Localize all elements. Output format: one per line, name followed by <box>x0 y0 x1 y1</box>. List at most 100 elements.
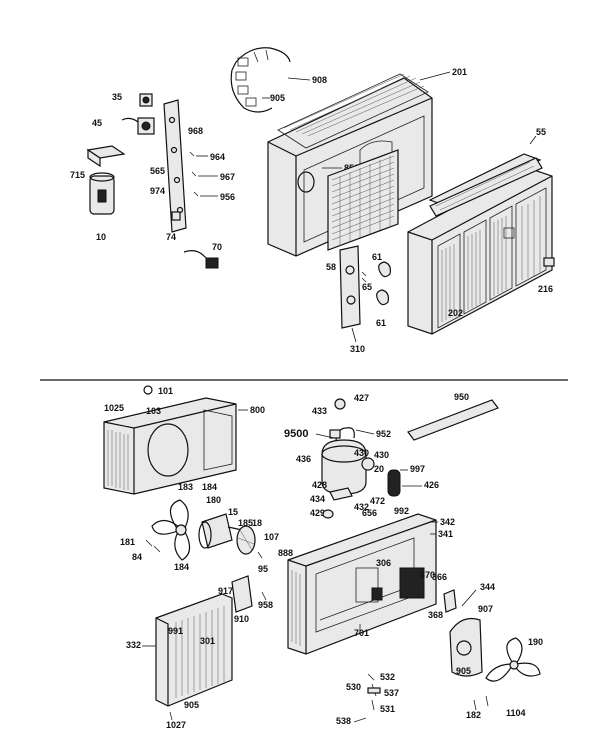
condenser-shroud-907 <box>449 617 483 677</box>
label-181: 181 <box>120 537 135 547</box>
label-538: 538 <box>336 716 351 726</box>
label-430: 430 <box>354 448 369 458</box>
compressor <box>321 427 367 495</box>
label-332: 332 <box>126 640 141 650</box>
side-panel <box>155 593 233 707</box>
label-428: 428 <box>312 480 327 490</box>
label-9500: 9500 <box>284 428 308 440</box>
label-956: 956 <box>220 192 235 202</box>
evaporator-housing <box>103 397 237 495</box>
condenser-chassis <box>287 513 437 655</box>
label-101: 101 <box>158 386 173 396</box>
top-section: 908 905 201 856 58 <box>70 47 555 354</box>
capacitor-10 <box>89 172 115 215</box>
label-45: 45 <box>92 118 102 128</box>
bottom-section: 800 101 1025 103 183 184 180 15 185 18 1… <box>103 385 543 730</box>
trim-tab <box>543 257 555 267</box>
label-368: 368 <box>428 610 443 620</box>
label-565: 565 <box>150 166 165 176</box>
label-216: 216 <box>538 284 553 294</box>
label-18: 18 <box>252 518 262 528</box>
capacitor-997 <box>387 469 401 497</box>
label-180: 180 <box>206 495 221 505</box>
label-997: 997 <box>410 464 425 474</box>
blower-fan-blade <box>151 499 191 561</box>
switch-368 <box>443 589 457 613</box>
label-190: 190 <box>528 637 543 647</box>
label-967: 967 <box>220 172 235 182</box>
label-65: 65 <box>362 282 372 292</box>
power-cord-70 <box>183 250 219 269</box>
label-917: 917 <box>218 586 233 596</box>
label-426: 426 <box>424 480 439 490</box>
label-1104: 1104 <box>506 708 526 718</box>
label-70: 70 <box>212 242 222 252</box>
label-306: 306 <box>376 558 391 568</box>
label-432: 432 <box>354 502 369 512</box>
label-436: 436 <box>296 454 311 464</box>
label-301: 301 <box>200 636 215 646</box>
label-410: 430 <box>374 450 389 460</box>
label-310: 310 <box>350 344 365 354</box>
fan-shroud-ring <box>230 47 291 113</box>
label-537: 537 <box>384 688 399 698</box>
label-15: 15 <box>228 507 238 517</box>
label-201: 201 <box>452 67 467 77</box>
label-800: 800 <box>250 405 265 415</box>
label-10: 10 <box>96 232 106 242</box>
label-905: 905 <box>270 93 285 103</box>
top-louver-panel <box>428 153 543 217</box>
overload-410 <box>361 457 375 471</box>
clip-74 <box>171 211 181 221</box>
label-1027: 1027 <box>166 720 186 730</box>
air-filter <box>327 149 399 251</box>
switch-35 <box>139 93 153 107</box>
label-342: 342 <box>440 517 455 527</box>
label-530: 530 <box>346 682 361 692</box>
label-958: 958 <box>258 600 273 610</box>
control-knob-upper <box>378 261 391 278</box>
label-908: 908 <box>312 75 327 85</box>
label-905-lower: 905 <box>456 666 471 676</box>
label-656: 656 <box>362 508 377 518</box>
label-74: 74 <box>166 232 176 242</box>
label-344: 344 <box>480 582 495 592</box>
blower-wheel <box>236 525 256 555</box>
label-429: 429 <box>310 508 325 518</box>
label-434: 434 <box>310 494 325 504</box>
label-107: 107 <box>264 532 279 542</box>
grommet-429 <box>322 509 334 519</box>
label-366: 366 <box>432 572 447 582</box>
grommet-427 <box>334 398 346 410</box>
label-184-lower: 184 <box>174 562 189 572</box>
label-35: 35 <box>112 92 122 102</box>
label-341: 341 <box>438 529 453 539</box>
label-188: 905 <box>184 700 199 710</box>
support-bar-950 <box>407 399 499 441</box>
label-427: 427 <box>354 393 369 403</box>
label-991: 991 <box>168 626 183 636</box>
label-95: 95 <box>258 564 268 574</box>
label-182: 182 <box>466 710 481 720</box>
label-701: 701 <box>354 628 369 638</box>
label-1025: 1025 <box>104 403 124 413</box>
label-968: 968 <box>188 126 203 136</box>
label-715: 715 <box>70 170 85 180</box>
front-grille-panel <box>407 167 553 335</box>
relay-45 <box>121 117 155 135</box>
label-974: 974 <box>150 186 165 196</box>
label-531: 531 <box>380 704 395 714</box>
label-952: 952 <box>376 429 391 439</box>
label-55: 55 <box>536 127 546 137</box>
label-20: 20 <box>374 464 384 474</box>
label-992: 992 <box>394 506 409 516</box>
label-202: 202 <box>448 308 463 318</box>
control-knob-lower <box>376 289 389 306</box>
label-61-upper: 61 <box>372 252 382 262</box>
control-panel-strip <box>339 245 361 329</box>
label-58: 58 <box>326 262 336 272</box>
switch-box-917 <box>231 575 253 613</box>
label-433: 433 <box>312 406 327 416</box>
label-907: 907 <box>478 604 493 614</box>
